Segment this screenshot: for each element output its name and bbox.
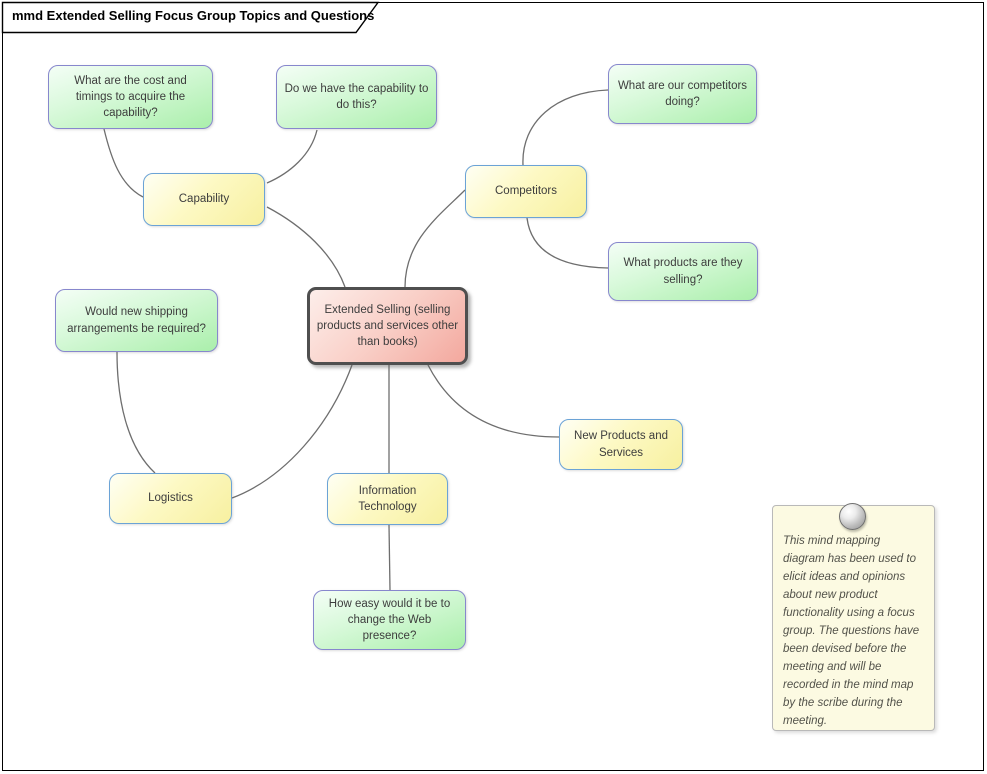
diagram-title: mmd Extended Selling Focus Group Topics … bbox=[12, 8, 375, 23]
topic-information-technology[interactable]: Information Technology bbox=[327, 473, 448, 525]
connector-cost-capability bbox=[103, 128, 144, 198]
connector-competitors-doing bbox=[522, 89, 609, 166]
question-have-capability[interactable]: Do we have the capability to do this? bbox=[276, 65, 437, 129]
topic-new-products-and-services[interactable]: New Products and Services bbox=[559, 419, 683, 470]
connector-havecapability-capability bbox=[266, 129, 318, 184]
connector-competitors-central bbox=[404, 189, 466, 288]
note[interactable]: This mind mapping diagram has been used … bbox=[772, 505, 935, 731]
connector-central-nps bbox=[427, 364, 560, 438]
question-web-presence[interactable]: How easy would it be to change the Web p… bbox=[313, 590, 466, 650]
connector-shipping-logistics bbox=[116, 351, 156, 474]
connector-central-logistics bbox=[231, 364, 353, 499]
pushpin-icon bbox=[839, 503, 866, 530]
question-shipping[interactable]: Would new shipping arrangements be requi… bbox=[55, 289, 218, 352]
question-products-selling[interactable]: What products are they selling? bbox=[608, 242, 758, 301]
connector-it-webpresence bbox=[388, 524, 391, 591]
connector-capability-central bbox=[266, 206, 346, 288]
topic-competitors[interactable]: Competitors bbox=[465, 165, 587, 218]
central-topic-extended-selling[interactable]: Extended Selling (selling products and s… bbox=[307, 287, 468, 365]
question-cost-timings[interactable]: What are the cost and timings to acquire… bbox=[48, 65, 213, 129]
connector-competitors-selling bbox=[526, 217, 609, 269]
note-text: This mind mapping diagram has been used … bbox=[783, 535, 920, 727]
topic-capability[interactable]: Capability bbox=[143, 173, 265, 226]
question-competitors-doing[interactable]: What are our competitors doing? bbox=[608, 64, 757, 124]
topic-logistics[interactable]: Logistics bbox=[109, 473, 232, 524]
